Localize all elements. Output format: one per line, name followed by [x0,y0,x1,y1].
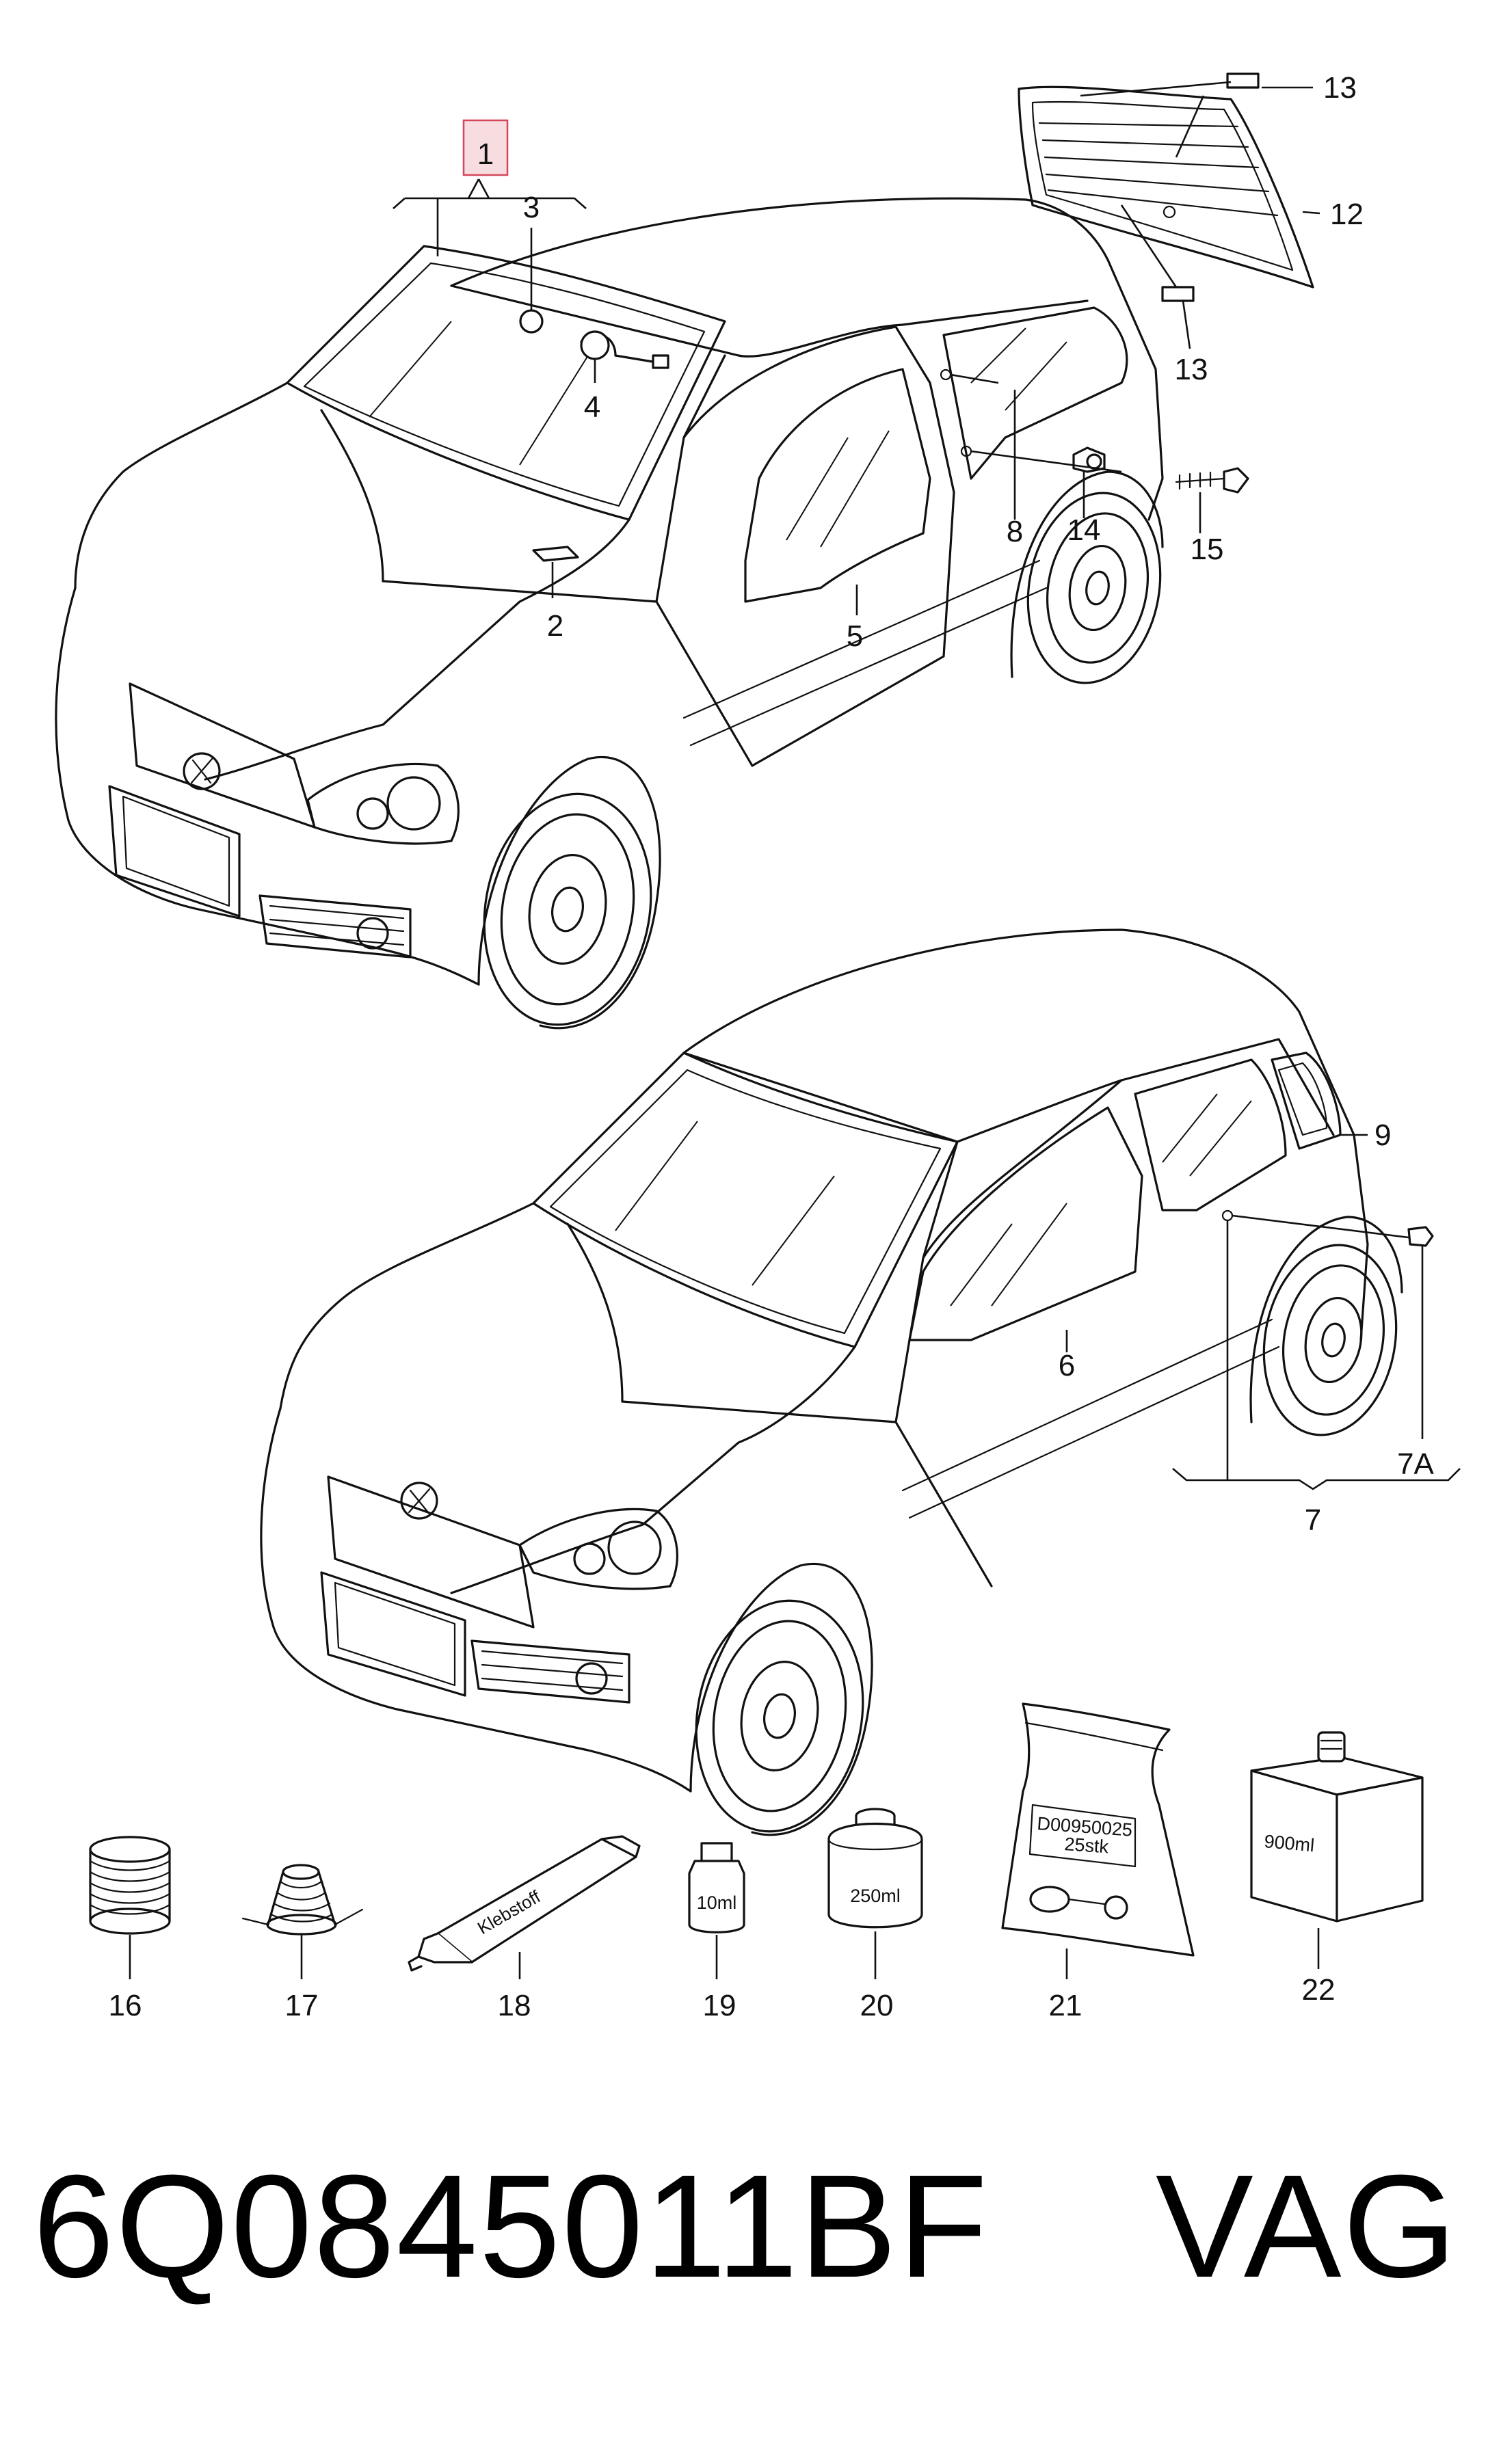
adhesive-tube-part-18: Klebstoff [408,1835,641,1972]
primer-bottle-part-19: 10ml [688,1842,745,1933]
callout-12: 12 [1330,198,1364,231]
callout-3: 3 [523,191,540,224]
callout-17: 17 [285,1989,319,2022]
callout-8: 8 [1007,515,1023,548]
bolt-part-15 [1175,467,1249,494]
mirror-base-part-2 [532,546,579,562]
rear-window-part-12 [1018,72,1314,302]
callout-5: 5 [847,619,863,653]
rain-sensor-part-3 [519,309,544,334]
callout-22: 22 [1302,1973,1336,2007]
callout-1: 1 [477,137,494,171]
car-lower-illustration [260,928,1434,1836]
sealing-cord-part-17 [241,1864,364,1936]
car-upper-illustration [55,197,1164,1030]
canister-label: 900ml [1263,1831,1315,1856]
can-label: 250ml [850,1886,901,1906]
sealing-cord-part-16 [89,1836,171,1935]
callout-9: 9 [1374,1119,1391,1152]
clip-part-13-top [1226,72,1260,89]
pad-bag-part-21: D00950025 25stk [1001,1702,1195,1957]
callout-labels: 1 3 4 2 5 8 14 15 13 12 13 9 6 7A 7 16 1… [109,71,1435,2022]
callout-leaders [129,86,1461,1979]
callout-14: 14 [1067,513,1101,547]
callout-2: 2 [547,609,563,643]
callout-6: 6 [1059,1349,1075,1382]
callout-13-top: 13 [1323,71,1357,105]
highlight-box-part-1 [462,119,509,176]
clip-part-13-bottom [1161,286,1195,302]
bag-label-line2: 25stk [1064,1834,1110,1857]
callout-7: 7 [1305,1503,1321,1537]
callout-18: 18 [498,1989,531,2022]
callout-4: 4 [584,390,600,424]
callout-15: 15 [1191,533,1224,566]
callout-19: 19 [703,1989,736,2022]
callout-16: 16 [109,1989,142,2022]
bottle-label: 10ml [697,1892,737,1913]
primer-can-part-20: 250ml [827,1808,923,1929]
callout-7A: 7A [1397,1447,1434,1481]
brand-name: VAG [1156,2145,1459,2308]
callout-13-bottom: 13 [1175,353,1208,386]
callout-21: 21 [1049,1989,1082,2022]
callout-20: 20 [860,1989,894,2022]
cleaner-canister-part-22: 900ml [1250,1731,1424,1923]
clip-part-7A [1407,1226,1434,1247]
part-number: 6Q0845011BF [33,2145,989,2308]
